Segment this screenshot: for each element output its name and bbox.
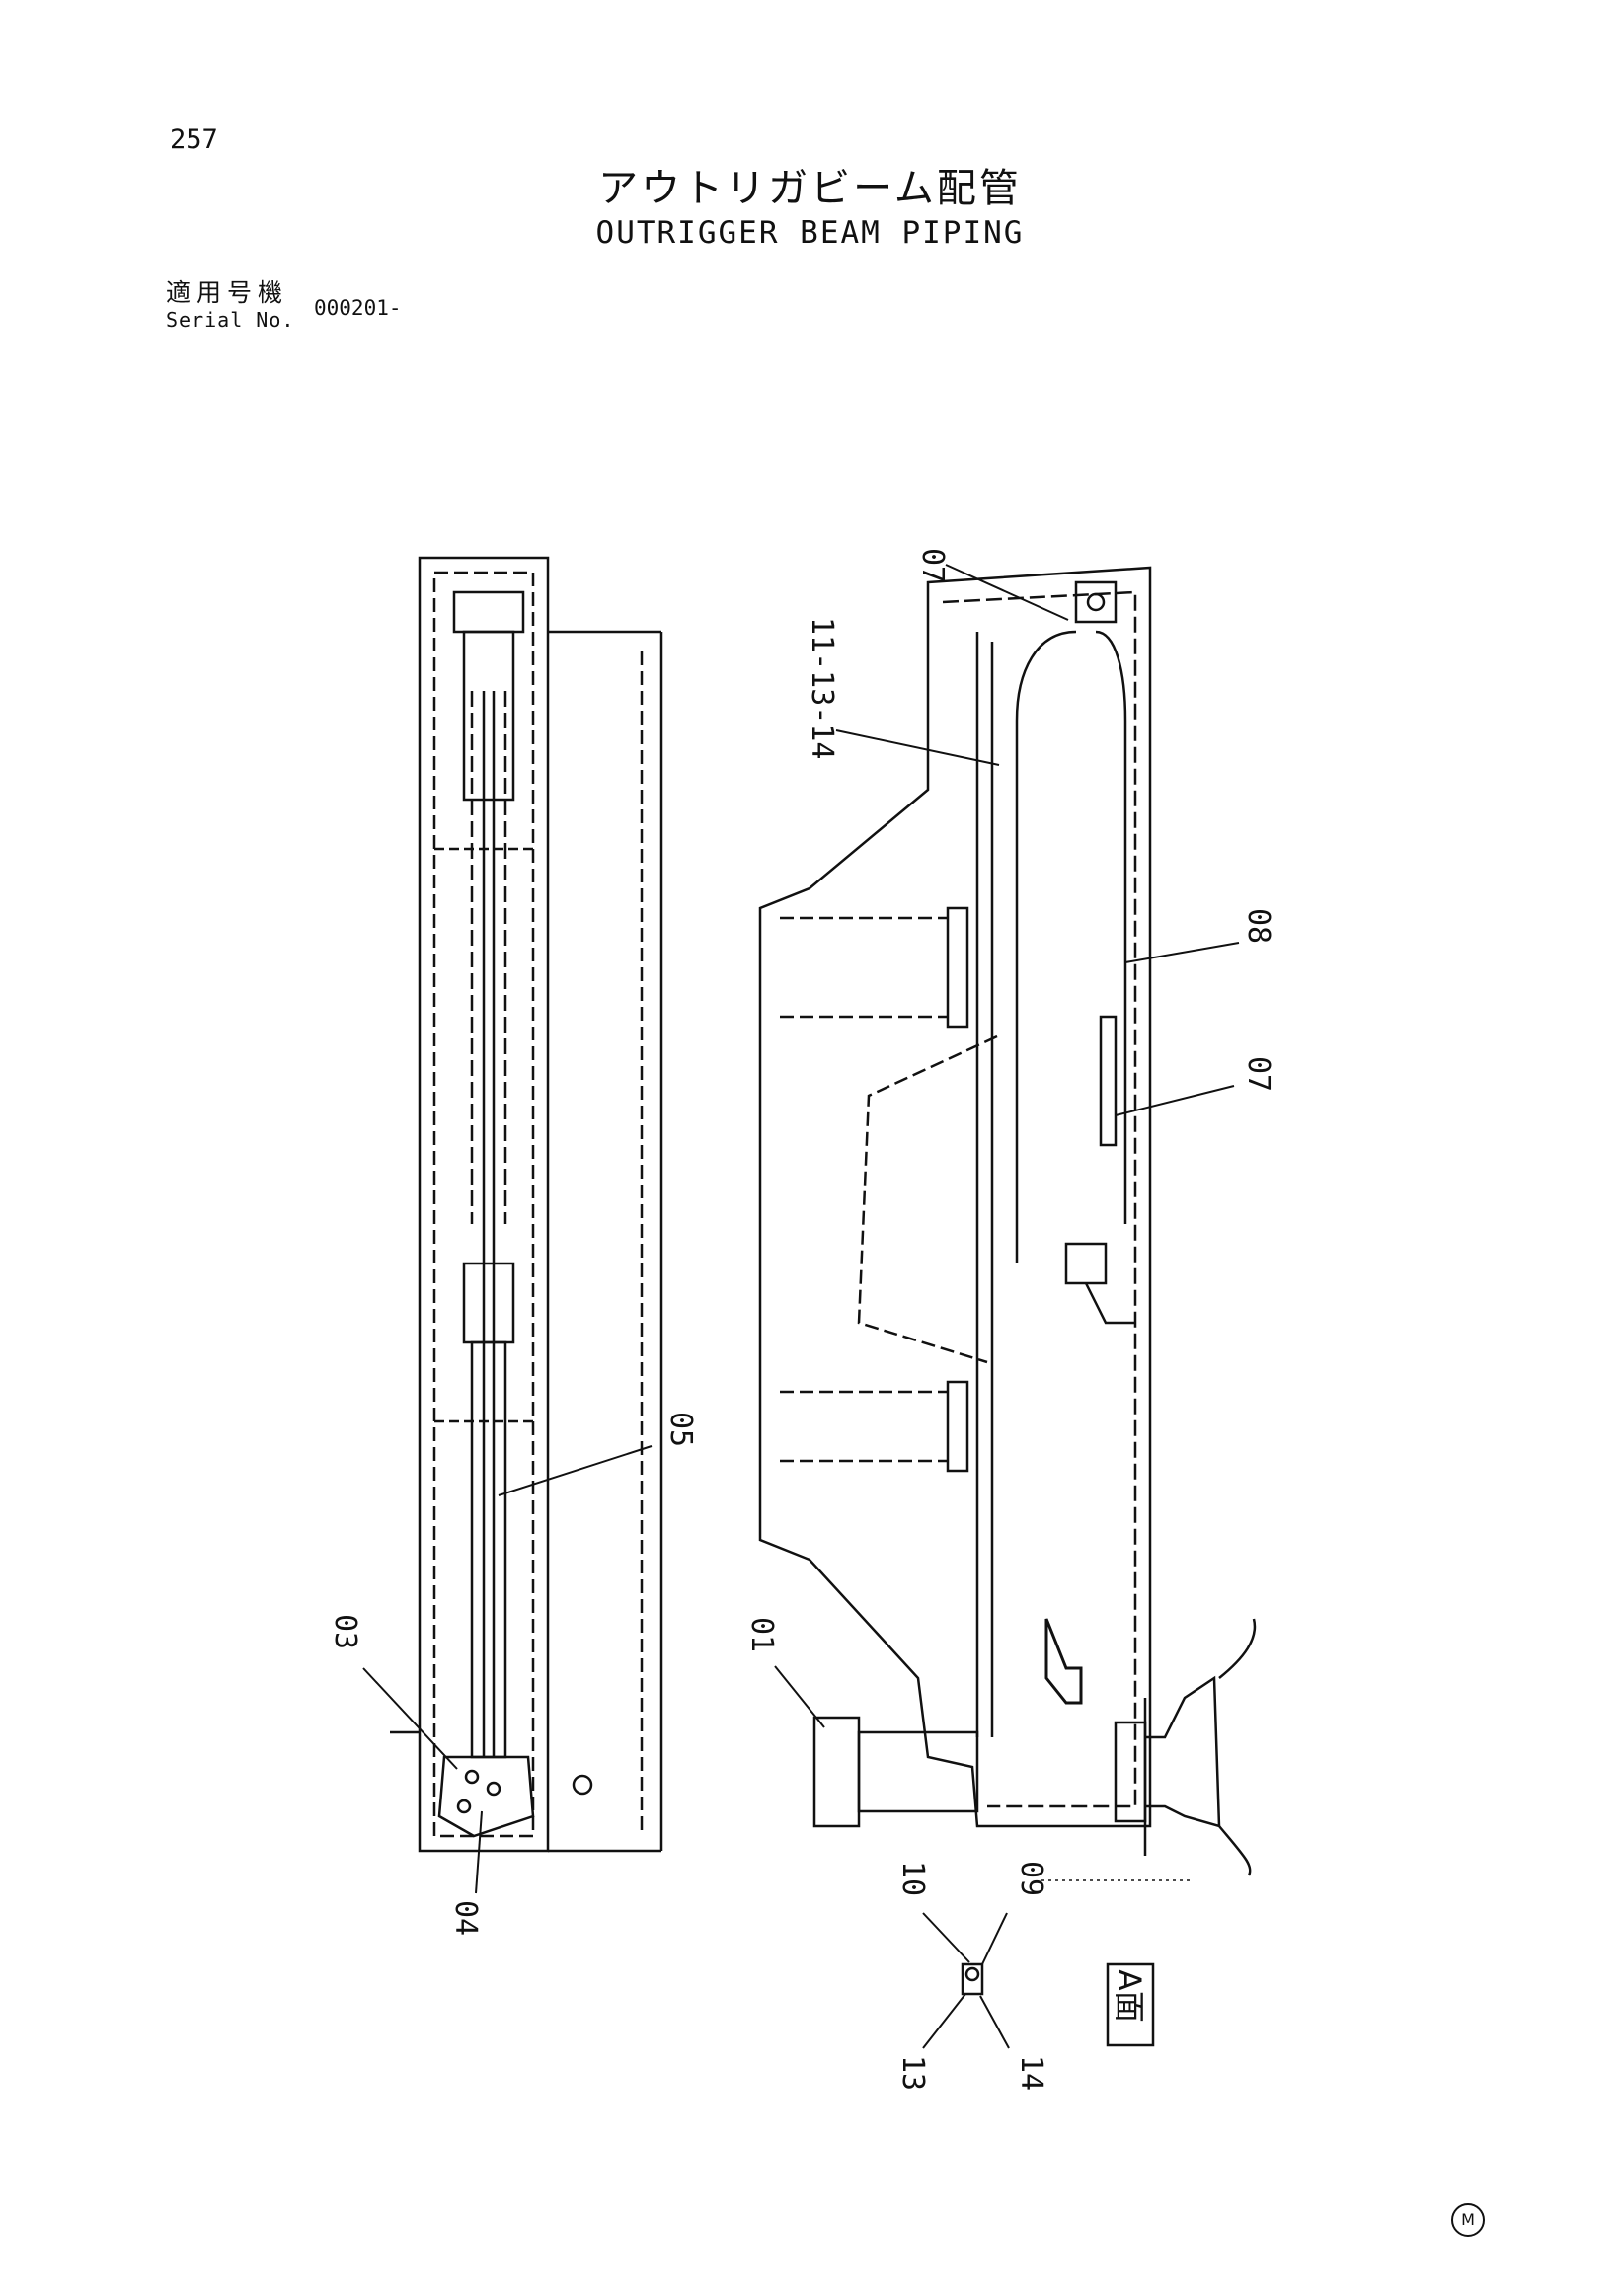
view-label: A面 xyxy=(1111,1969,1148,2023)
detail-view-drawing xyxy=(961,1962,984,1996)
callout-01: 01 xyxy=(744,1617,779,1652)
page-title-english: OUTRIGGER BEAM PIPING xyxy=(595,215,1025,251)
callout-04: 04 xyxy=(448,1900,483,1936)
callout-07: 07 xyxy=(1241,1056,1275,1092)
left-beam-drawing xyxy=(390,556,663,1853)
callout-08: 08 xyxy=(1241,908,1275,944)
serial-label-japanese: 適用号機 xyxy=(166,278,289,307)
callout-10: 10 xyxy=(895,1861,930,1896)
callout-03: 03 xyxy=(328,1614,362,1649)
corner-mark: M xyxy=(1451,2203,1485,2237)
callout-14: 14 xyxy=(1014,2055,1048,2091)
callout-09: 09 xyxy=(1014,1861,1048,1896)
serial-number-value: 000201- xyxy=(314,296,402,320)
callout-07: 07 xyxy=(915,548,950,583)
callout-05: 05 xyxy=(663,1412,698,1447)
right-box-drawing xyxy=(758,566,1257,1876)
leader-lines xyxy=(362,564,1240,2049)
callout-labels: 07 11-13-14 08 07 05 03 04 01 10 09 13 1… xyxy=(328,548,1275,2091)
page-number: 257 xyxy=(170,124,218,155)
callout-11-13-14: 11-13-14 xyxy=(805,617,839,760)
page-title-japanese: アウトリガビーム配管 xyxy=(598,166,1022,211)
serial-label-english: Serial No. xyxy=(166,308,295,332)
callout-13: 13 xyxy=(895,2055,930,2091)
view-label-box xyxy=(1106,1962,1155,2047)
